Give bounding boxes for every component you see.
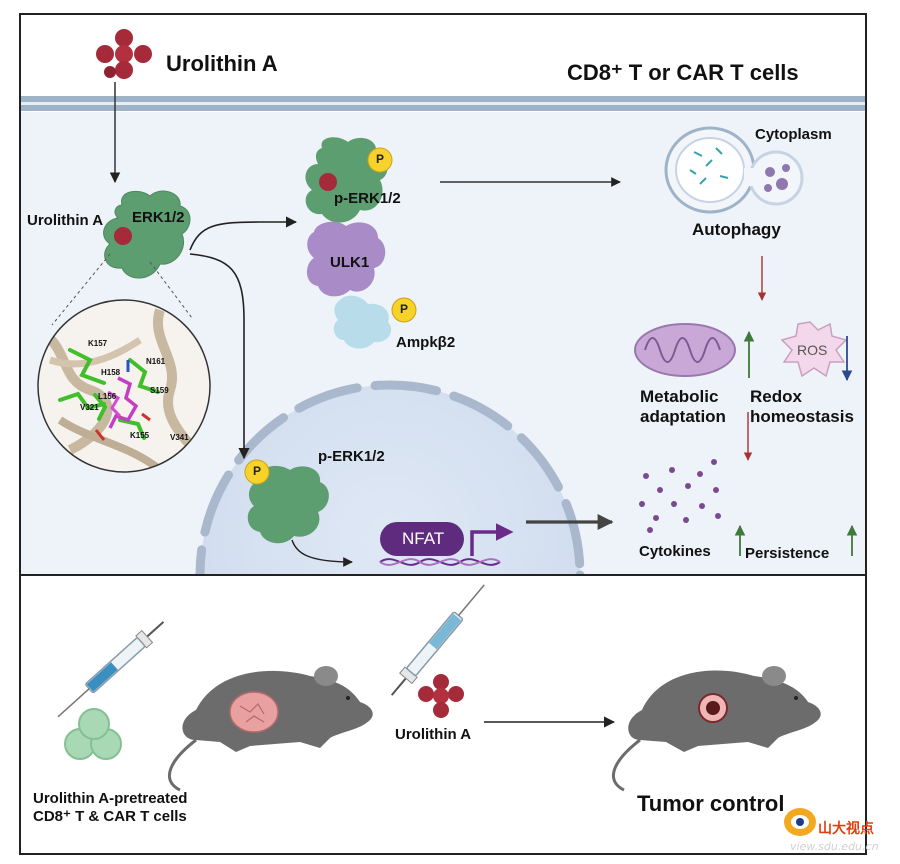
phospho-label-ampk: P <box>400 302 409 316</box>
perk-nuclear <box>247 465 329 544</box>
autophagy-label: Autophagy <box>692 220 781 239</box>
mitochondrion-icon <box>634 323 736 377</box>
pretreated-cells-label: Urolithin A-pretreated CD8⁺ T & CAR T ce… <box>33 790 188 825</box>
erk-protein <box>103 190 191 279</box>
residue-label: V341 <box>170 433 189 442</box>
docking-inset <box>37 299 211 473</box>
perk-complex-top <box>305 137 392 349</box>
residue-label: S159 <box>150 386 169 395</box>
nfat-block <box>380 522 514 556</box>
residue-label: H158 <box>101 368 121 377</box>
erk-label: ERK1/2 <box>132 209 185 226</box>
syringe-left <box>57 621 165 718</box>
phospho-perk-nuclear <box>244 459 270 485</box>
dna-strand <box>379 558 501 566</box>
ros-icon <box>780 321 848 378</box>
arrow-erk-to-nucleus <box>189 253 250 460</box>
phospho-perk-top <box>367 147 393 173</box>
cytoplasm-label: Cytoplasm <box>755 126 832 143</box>
cell-membrane <box>21 96 865 111</box>
urolithin-bottom-label: Urolithin A <box>395 726 472 743</box>
mouse-with-tumor <box>167 666 373 792</box>
urolithin-molecule-top <box>96 29 152 79</box>
nfat-label: NFAT <box>402 529 445 548</box>
phospho-ampk <box>391 297 417 323</box>
metabolic-label: Metabolic adaptation <box>640 387 726 426</box>
mouse-treated <box>611 666 821 792</box>
residue-label: K157 <box>88 339 108 348</box>
residue-label: L156 <box>98 392 117 401</box>
residue-label: K155 <box>130 431 150 440</box>
arrow-perk-to-nfat <box>291 539 353 567</box>
ampk-label: Ampkβ2 <box>396 334 456 351</box>
autophagosome-icon <box>664 126 804 214</box>
watermark-text: 山大视点 <box>818 821 874 837</box>
syringe-right <box>390 584 485 696</box>
residue-label: N161 <box>146 357 166 366</box>
cell-type-title: CD8⁺ T or CAR T cells <box>567 60 799 85</box>
ros-label: ROS <box>797 342 828 358</box>
cytokines-label: Cytokines <box>639 543 711 560</box>
ulk1-label: ULK1 <box>330 254 370 271</box>
t-cells-icon <box>64 708 122 760</box>
urolithin-molecule-bottom <box>418 674 464 718</box>
persistence-label: Persistence <box>745 545 830 562</box>
cytokine-dots <box>639 459 721 533</box>
urolithin-side-label: Urolithin A <box>27 212 104 229</box>
phospho-label-nuclear: P <box>253 464 262 478</box>
tumor-control-label: Tumor control <box>637 791 785 816</box>
urolithin-title: Urolithin A <box>166 51 278 76</box>
perk-nuclear-label: p-ERK1/2 <box>318 448 385 465</box>
perk-top-label: p-ERK1/2 <box>334 190 401 207</box>
watermark-logo <box>784 808 816 836</box>
arrow-erk-to-perk <box>189 216 298 251</box>
watermark-url: view.sdu.edu.cn <box>790 840 879 853</box>
residue-label: V321 <box>80 403 99 412</box>
redox-label: Redox homeostasis <box>750 387 854 426</box>
phospho-label-top: P <box>376 152 385 166</box>
